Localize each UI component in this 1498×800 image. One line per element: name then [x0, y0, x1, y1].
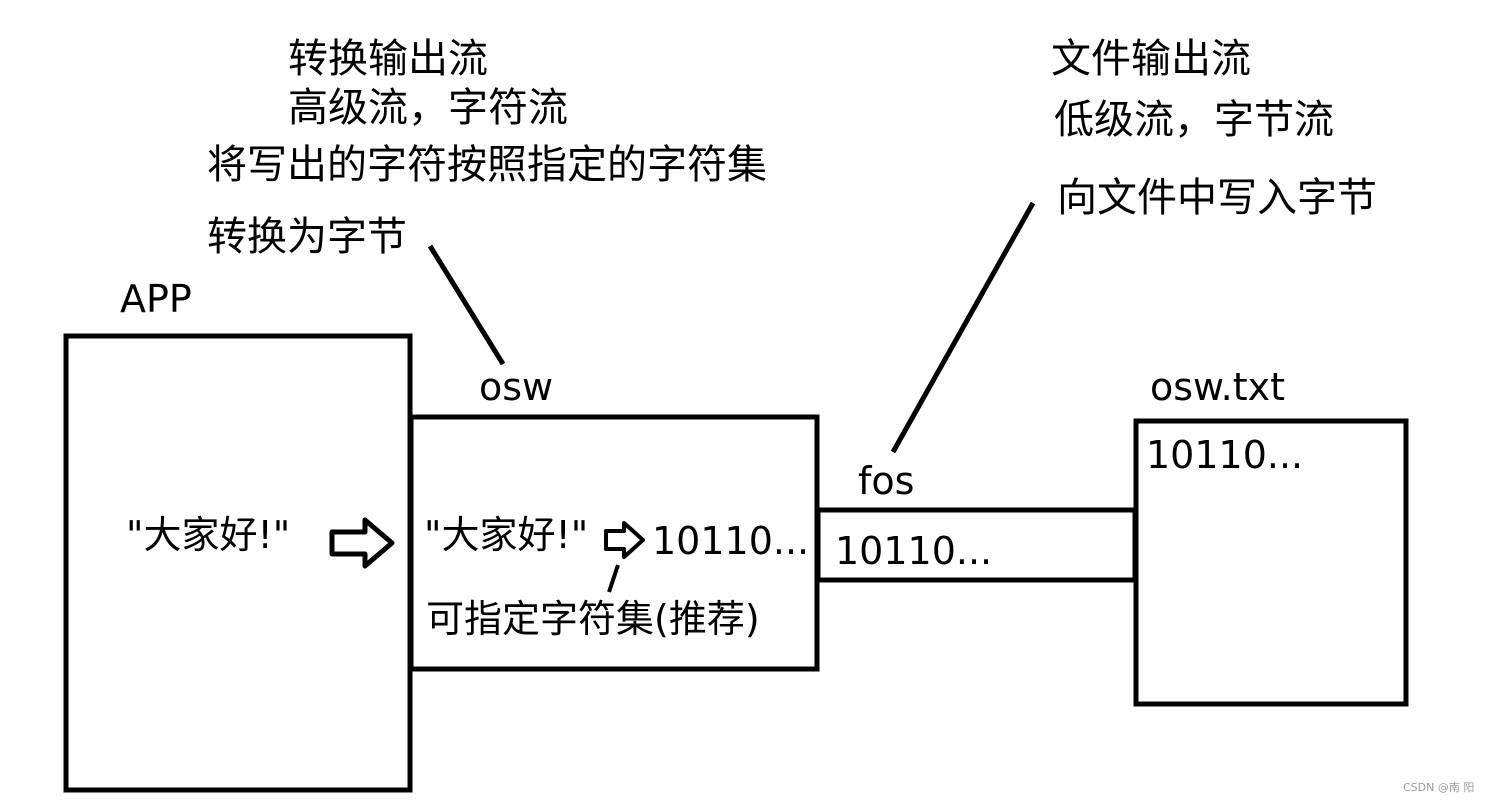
file-label: osw.txt — [1150, 365, 1286, 409]
file-stream-title: 文件输出流 — [1051, 36, 1251, 82]
file-box — [1133, 418, 1409, 707]
file-stream-type: 低级流，字节流 — [1054, 97, 1334, 143]
file-bytes: 10110... — [1146, 433, 1304, 477]
watermark: CSDN @南 阳 — [1403, 781, 1475, 794]
fos-label: fos — [858, 459, 915, 503]
osw-bytes: 10110... — [652, 519, 810, 563]
converter-pointer-line — [427, 244, 506, 366]
hollow-right-arrow-icon — [329, 517, 395, 569]
converter-type: 高级流，字符流 — [288, 85, 568, 131]
converter-desc-2: 转换为字节 — [207, 214, 407, 260]
app-box — [63, 333, 413, 793]
osw-content: "大家好!" — [424, 513, 589, 557]
app-content: "大家好!" — [126, 513, 291, 557]
charset-pointer-line — [607, 564, 620, 593]
osw-label: osw — [479, 365, 554, 409]
converter-desc-1: 将写出的字符按照指定的字符集 — [207, 142, 767, 188]
app-label: APP — [120, 277, 192, 321]
hollow-right-arrow-icon — [604, 521, 645, 559]
osw-charset-note: 可指定字符集(推荐) — [426, 597, 760, 641]
file-stream-pointer-line — [890, 201, 1036, 454]
converter-title: 转换输出流 — [288, 36, 488, 82]
file-stream-desc: 向文件中写入字节 — [1057, 175, 1377, 221]
fos-bytes: 10110... — [835, 529, 993, 573]
